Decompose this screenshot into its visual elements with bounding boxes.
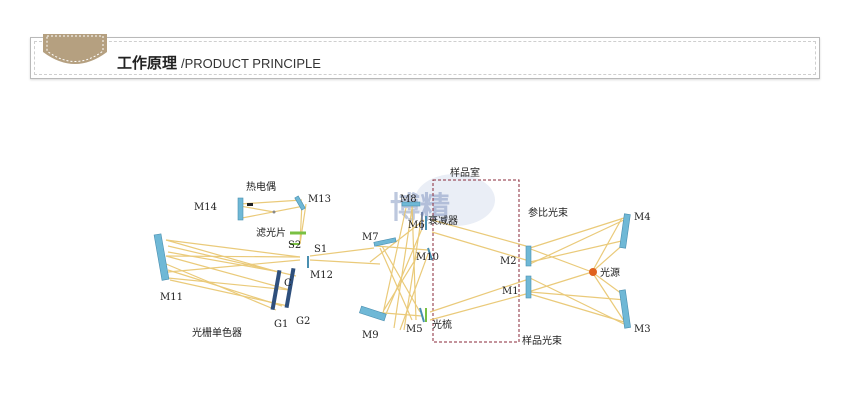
- label-m7: M7: [362, 232, 379, 243]
- label-m6: M6: [408, 220, 425, 231]
- label-m3: M3: [634, 324, 651, 335]
- mirror-m14: [237, 197, 244, 221]
- label-m10: M10: [416, 252, 439, 263]
- label-filter: 滤光片: [256, 226, 286, 239]
- mirror-m11: [153, 233, 170, 281]
- sample-chamber-box: [432, 179, 520, 343]
- label-comb: 光梳: [432, 318, 452, 331]
- flat-mirrors: [307, 216, 433, 323]
- label-s1: S1: [314, 244, 327, 255]
- principle-diagram: 博精: [153, 166, 651, 347]
- label-m14: M14: [194, 202, 217, 213]
- watermark: 博精: [390, 174, 495, 226]
- label-m13: M13: [308, 194, 331, 205]
- light-source-dot: [589, 268, 597, 276]
- label-m5: M5: [406, 324, 423, 335]
- title-chinese: 工作原理: [117, 54, 178, 72]
- header-title: 工作原理/PRODUCT PRINCIPLE: [117, 52, 321, 73]
- label-thermocouple: 热电偶: [246, 180, 276, 193]
- diagram-labels: 热电偶 M14 M13 滤光片 S2 S1 M12 C M11 G1 G2 光栅…: [160, 166, 651, 347]
- gratings: [270, 267, 296, 311]
- mirror-m4: [619, 213, 631, 249]
- thermocouple-dot: [272, 210, 276, 214]
- label-sample-chamber: 样品室: [450, 166, 480, 179]
- light-beams: [165, 199, 627, 331]
- label-g2: G2: [296, 316, 310, 327]
- mirror-m1: [525, 275, 532, 299]
- mirror-m7: [373, 237, 397, 247]
- grating-g2: [284, 267, 296, 309]
- label-reference-beam: 参比光束: [528, 206, 568, 219]
- label-sample-beam: 样品光束: [522, 334, 562, 347]
- label-s2: S2: [288, 240, 301, 251]
- label-monochromator: 光栅单色器: [192, 326, 242, 339]
- label-m8: M8: [400, 194, 417, 205]
- label-m11: M11: [160, 292, 183, 303]
- label-m4: M4: [634, 212, 651, 223]
- mirror-m2: [525, 245, 532, 267]
- label-c: C: [284, 278, 292, 289]
- header-dashed-border: [34, 41, 816, 75]
- label-m2: M2: [500, 256, 517, 267]
- label-m1: M1: [502, 286, 519, 297]
- mirror-m8: [401, 201, 421, 207]
- mirror-m5: [419, 307, 425, 323]
- label-m12: M12: [310, 270, 333, 281]
- mirrors: [153, 195, 631, 329]
- shield-badge-icon: [43, 34, 107, 64]
- mirror-m3: [619, 289, 631, 329]
- watermark-text: 博精: [390, 191, 450, 226]
- grating-g1: [270, 269, 282, 311]
- title-english: /PRODUCT PRINCIPLE: [181, 56, 321, 71]
- mirror-m13: [294, 195, 306, 211]
- thermocouple-element: [247, 203, 253, 206]
- mirror-m10: [427, 247, 433, 261]
- label-m9: M9: [362, 330, 379, 341]
- section-header: 工作原理/PRODUCT PRINCIPLE: [30, 34, 820, 79]
- label-g1: G1: [274, 319, 288, 330]
- label-attenuator: 衰减器: [428, 214, 458, 227]
- mirror-m9: [359, 305, 387, 322]
- label-light-source: 光源: [600, 266, 620, 279]
